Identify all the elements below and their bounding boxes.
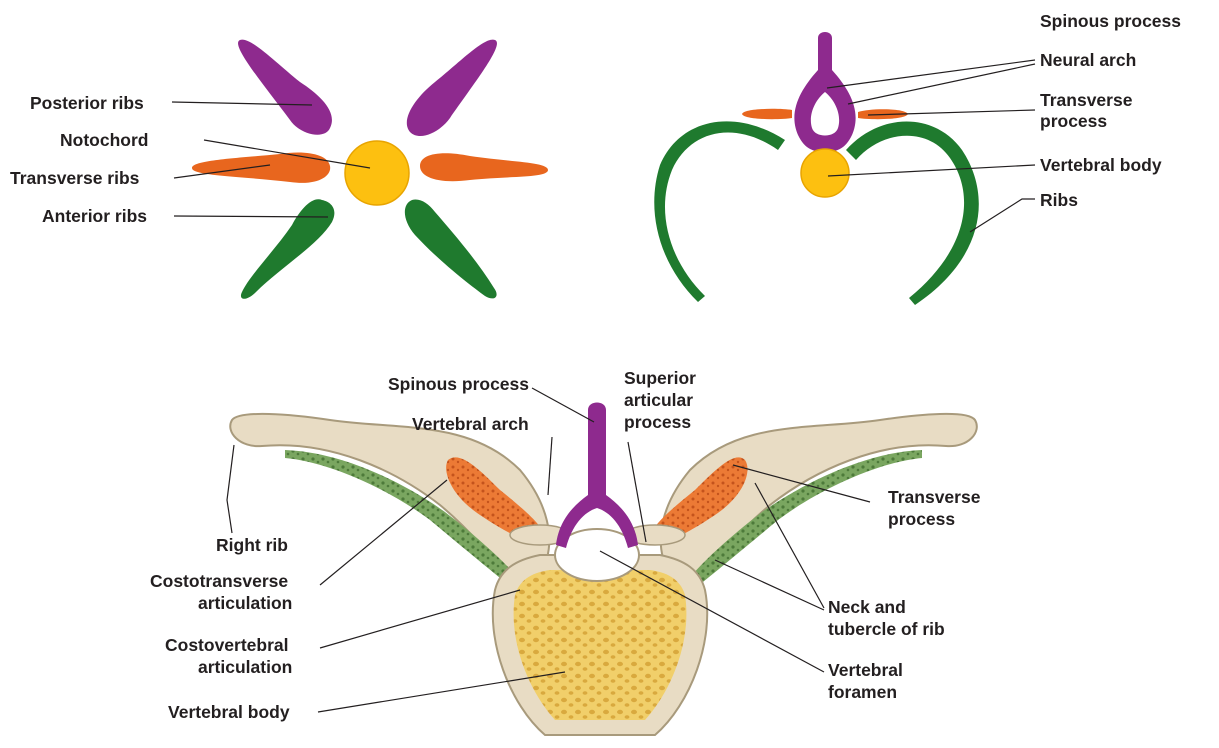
- label-transverse-process-b: Transverse process: [1040, 90, 1137, 131]
- leader-costovertebral: [320, 590, 520, 648]
- notochord-shape: [345, 141, 409, 205]
- vertebral-body-spongy: [514, 570, 687, 720]
- transverse-process-left: [742, 109, 792, 119]
- label-superior-articular-line2: articular: [624, 390, 693, 410]
- label-vertebral-foramen-line1: Vertebral: [828, 660, 903, 680]
- label-notochord: Notochord: [60, 130, 148, 150]
- leader-right-rib: [227, 445, 234, 533]
- label-costotransverse-line2: articulation: [198, 593, 292, 613]
- label-spinous-process-c: Spinous process: [388, 374, 529, 394]
- label-costovertebral: Costovertebral articulation: [165, 635, 293, 677]
- leader-neural-arch-b: [848, 64, 1035, 104]
- label-transverse-process-c-line2: process: [888, 509, 955, 529]
- label-neck-and-tubercle-line2: tubercle of rib: [828, 619, 945, 639]
- anterior-rib-left: [241, 199, 334, 298]
- posterior-rib-right: [407, 40, 497, 136]
- label-transverse-process-b-line2: process: [1040, 111, 1107, 131]
- label-superior-articular-line1: Superior: [624, 368, 696, 388]
- panel-a-primordia: [192, 40, 548, 299]
- label-transverse-process-c-line1: Transverse: [888, 487, 981, 507]
- leader-costotransverse: [320, 480, 447, 585]
- label-right-rib: Right rib: [216, 535, 288, 555]
- right-rib-arc: [846, 122, 979, 306]
- anterior-rib-right: [405, 200, 497, 299]
- label-costovertebral-line2: articulation: [198, 657, 292, 677]
- leader-vertebral-arch: [548, 437, 552, 495]
- label-neural-arch: Neural arch: [1040, 50, 1136, 70]
- label-vertebral-foramen-line2: foramen: [828, 682, 897, 702]
- vertebral-body-shape: [801, 149, 849, 197]
- label-costovertebral-line1: Costovertebral: [165, 635, 289, 655]
- label-superior-articular-process: Superior articular process: [624, 368, 701, 432]
- label-neck-and-tubercle-line1: Neck and: [828, 597, 906, 617]
- left-rib-arc: [654, 121, 785, 302]
- label-transverse-ribs: Transverse ribs: [10, 168, 140, 188]
- transverse-rib-left: [192, 153, 330, 183]
- leader-ribs: [970, 199, 1035, 232]
- transverse-rib-right: [420, 153, 548, 181]
- leader-spinous-process-c: [532, 388, 594, 422]
- label-posterior-ribs: Posterior ribs: [30, 93, 144, 113]
- label-superior-articular-line3: process: [624, 412, 691, 432]
- label-costotransverse-line1: Costotransverse: [150, 571, 288, 591]
- panel-b-early-vertebra: [654, 32, 979, 305]
- label-neck-and-tubercle: Neck and tubercle of rib: [828, 597, 945, 639]
- leader-vertebral-body-b: [828, 165, 1035, 176]
- label-transverse-process-c: Transverse process: [888, 487, 985, 529]
- label-vertebral-arch: Vertebral arch: [412, 414, 529, 434]
- label-costotransverse: Costotransverse articulation: [150, 571, 293, 613]
- neural-arch-shape: [794, 32, 855, 152]
- leader-neck-rib-b: [715, 560, 824, 610]
- posterior-rib-left: [238, 40, 332, 135]
- label-transverse-process-b-line1: Transverse: [1040, 90, 1133, 110]
- leader-neural-arch-a: [827, 60, 1035, 88]
- label-vertebral-foramen: Vertebral foramen: [828, 660, 908, 702]
- label-vertebral-body-c: Vertebral body: [168, 702, 290, 722]
- label-anterior-ribs: Anterior ribs: [42, 206, 147, 226]
- label-vertebral-body-b: Vertebral body: [1040, 155, 1162, 175]
- label-ribs: Ribs: [1040, 190, 1078, 210]
- label-spinous-process-b: Spinous process: [1040, 11, 1181, 31]
